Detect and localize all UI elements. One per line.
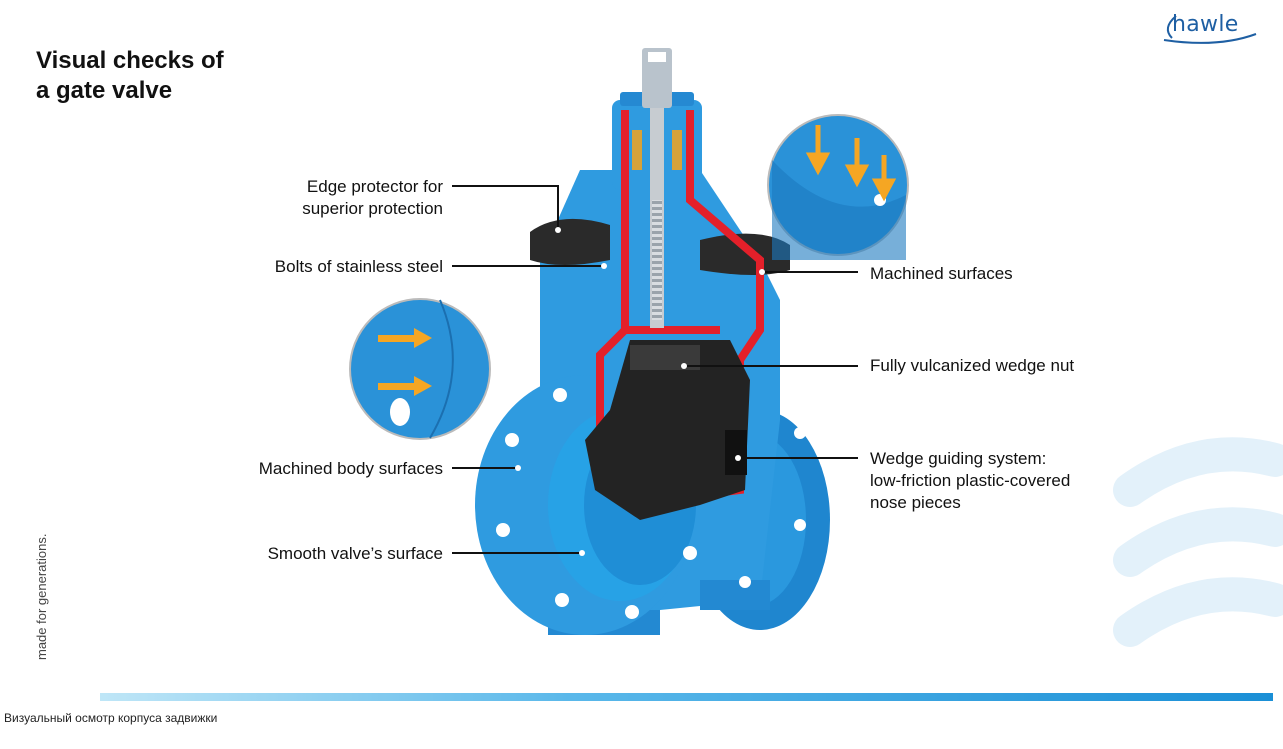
slide-title: Visual checks of a gate valve (36, 46, 224, 106)
label-wedge-guide-line-1: Wedge guiding system: (870, 449, 1047, 468)
decorative-waves (1113, 437, 1283, 647)
label-wedge-guide-line-2: low-friction plastic-covered (870, 471, 1071, 490)
label-machined-body: Machined body surfaces (258, 459, 443, 478)
leader-dots (515, 227, 765, 556)
valve-stem (632, 48, 682, 328)
logo-text: hawle (1172, 12, 1239, 37)
footer-gradient-bar (100, 693, 1273, 701)
label-wedge-guide-line-3: nose pieces (870, 493, 961, 512)
inset-machined-surfaces (767, 114, 909, 260)
label-bolts: Bolts of stainless steel (274, 257, 443, 276)
leader-lines (452, 185, 858, 554)
slide-caption: Визуальный осмотр корпуса задвижки (4, 711, 218, 725)
label-edge-protector: Edge protector for superior protection (302, 176, 443, 220)
label-wedge-guide: Wedge guiding system: low-friction plast… (870, 448, 1070, 514)
label-edge-protector-line-1: Edge protector for (306, 177, 443, 196)
logo-swoosh-icon (1163, 15, 1257, 44)
label-machined-surfaces: Machined surfaces (870, 264, 1013, 283)
label-edge-protector-line-2: superior protection (302, 199, 443, 218)
title-line-2: a gate valve (36, 77, 173, 104)
label-smooth-surface: Smooth valve’s surface (267, 544, 443, 563)
edge-protector-collar (530, 218, 790, 275)
valve-wedge (585, 340, 750, 520)
inset-machined-body (349, 298, 491, 440)
title-line-1: Visual checks of (36, 47, 224, 74)
label-wedge-nut: Fully vulcanized wedge nut (870, 356, 1075, 375)
hawle-logo: hawle (1158, 8, 1262, 44)
